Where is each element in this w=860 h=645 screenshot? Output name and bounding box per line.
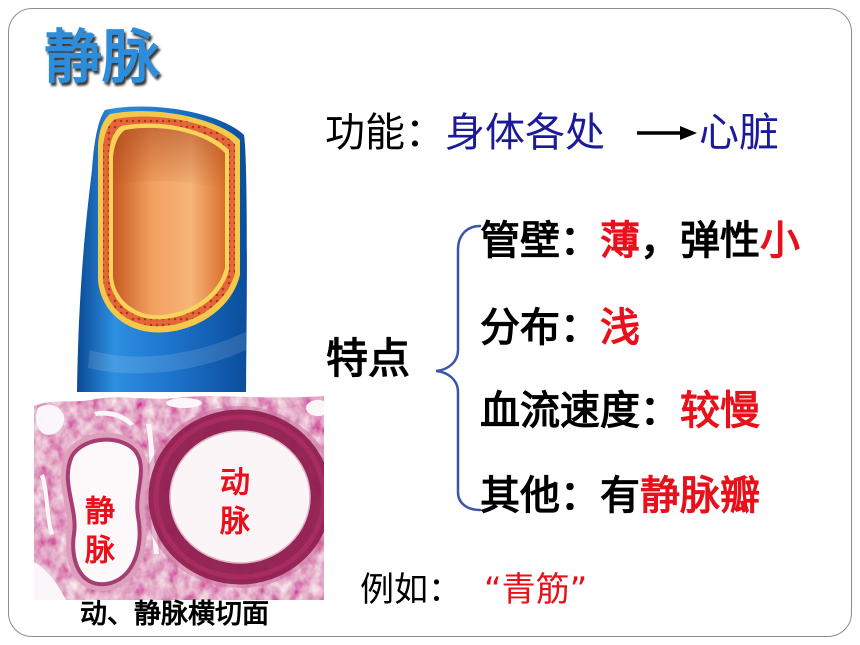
artery-cross-section [143, 406, 324, 588]
right-arrow-icon [637, 126, 697, 140]
feature-item-label: 分布： [480, 305, 600, 351]
example-value: “青筋” [484, 570, 588, 610]
features-label: 特点 [326, 334, 411, 383]
feature-item-text: 有 [600, 473, 640, 519]
function-origin: 身体各处 [445, 110, 605, 156]
feature-item-label: 管壁： [480, 218, 600, 264]
function-line: 功能： 身体各处 心脏 [325, 113, 779, 153]
feature-item-other: 其他： 有 静脉瓣 [480, 476, 760, 516]
feature-item-distribution: 分布： 浅 [480, 308, 640, 348]
slide-title: 静脉 [44, 23, 161, 91]
example-label: 例如： [360, 570, 462, 610]
vein-illustration [77, 106, 247, 392]
slide-frame [8, 8, 852, 637]
example-line: 例如： “青筋” [360, 573, 587, 607]
vein-cross-section [60, 432, 148, 592]
feature-item-blood-flow: 血流速度： 较慢 [480, 391, 760, 431]
feature-item-text: ，弹性 [640, 218, 760, 264]
function-label: 功能： [325, 110, 445, 156]
feature-item-value: 小 [760, 218, 800, 264]
feature-item-value: 静脉瓣 [640, 473, 760, 519]
feature-item-value: 浅 [600, 305, 640, 351]
curly-brace-icon [435, 224, 482, 512]
function-destination: 心脏 [699, 110, 779, 156]
feature-item-label: 其他： [480, 473, 600, 519]
feature-item-value: 薄 [600, 218, 640, 264]
cross-section-micrograph [34, 396, 324, 600]
vein-label: 静脉 [79, 495, 114, 573]
feature-item-wall: 管壁： 薄 ，弹性 小 [480, 221, 800, 261]
micrograph-caption: 动、静脉横切面 [80, 599, 269, 630]
artery-label: 动脉 [214, 466, 249, 544]
feature-item-value: 较慢 [680, 388, 760, 434]
feature-item-label: 血流速度： [480, 388, 680, 434]
